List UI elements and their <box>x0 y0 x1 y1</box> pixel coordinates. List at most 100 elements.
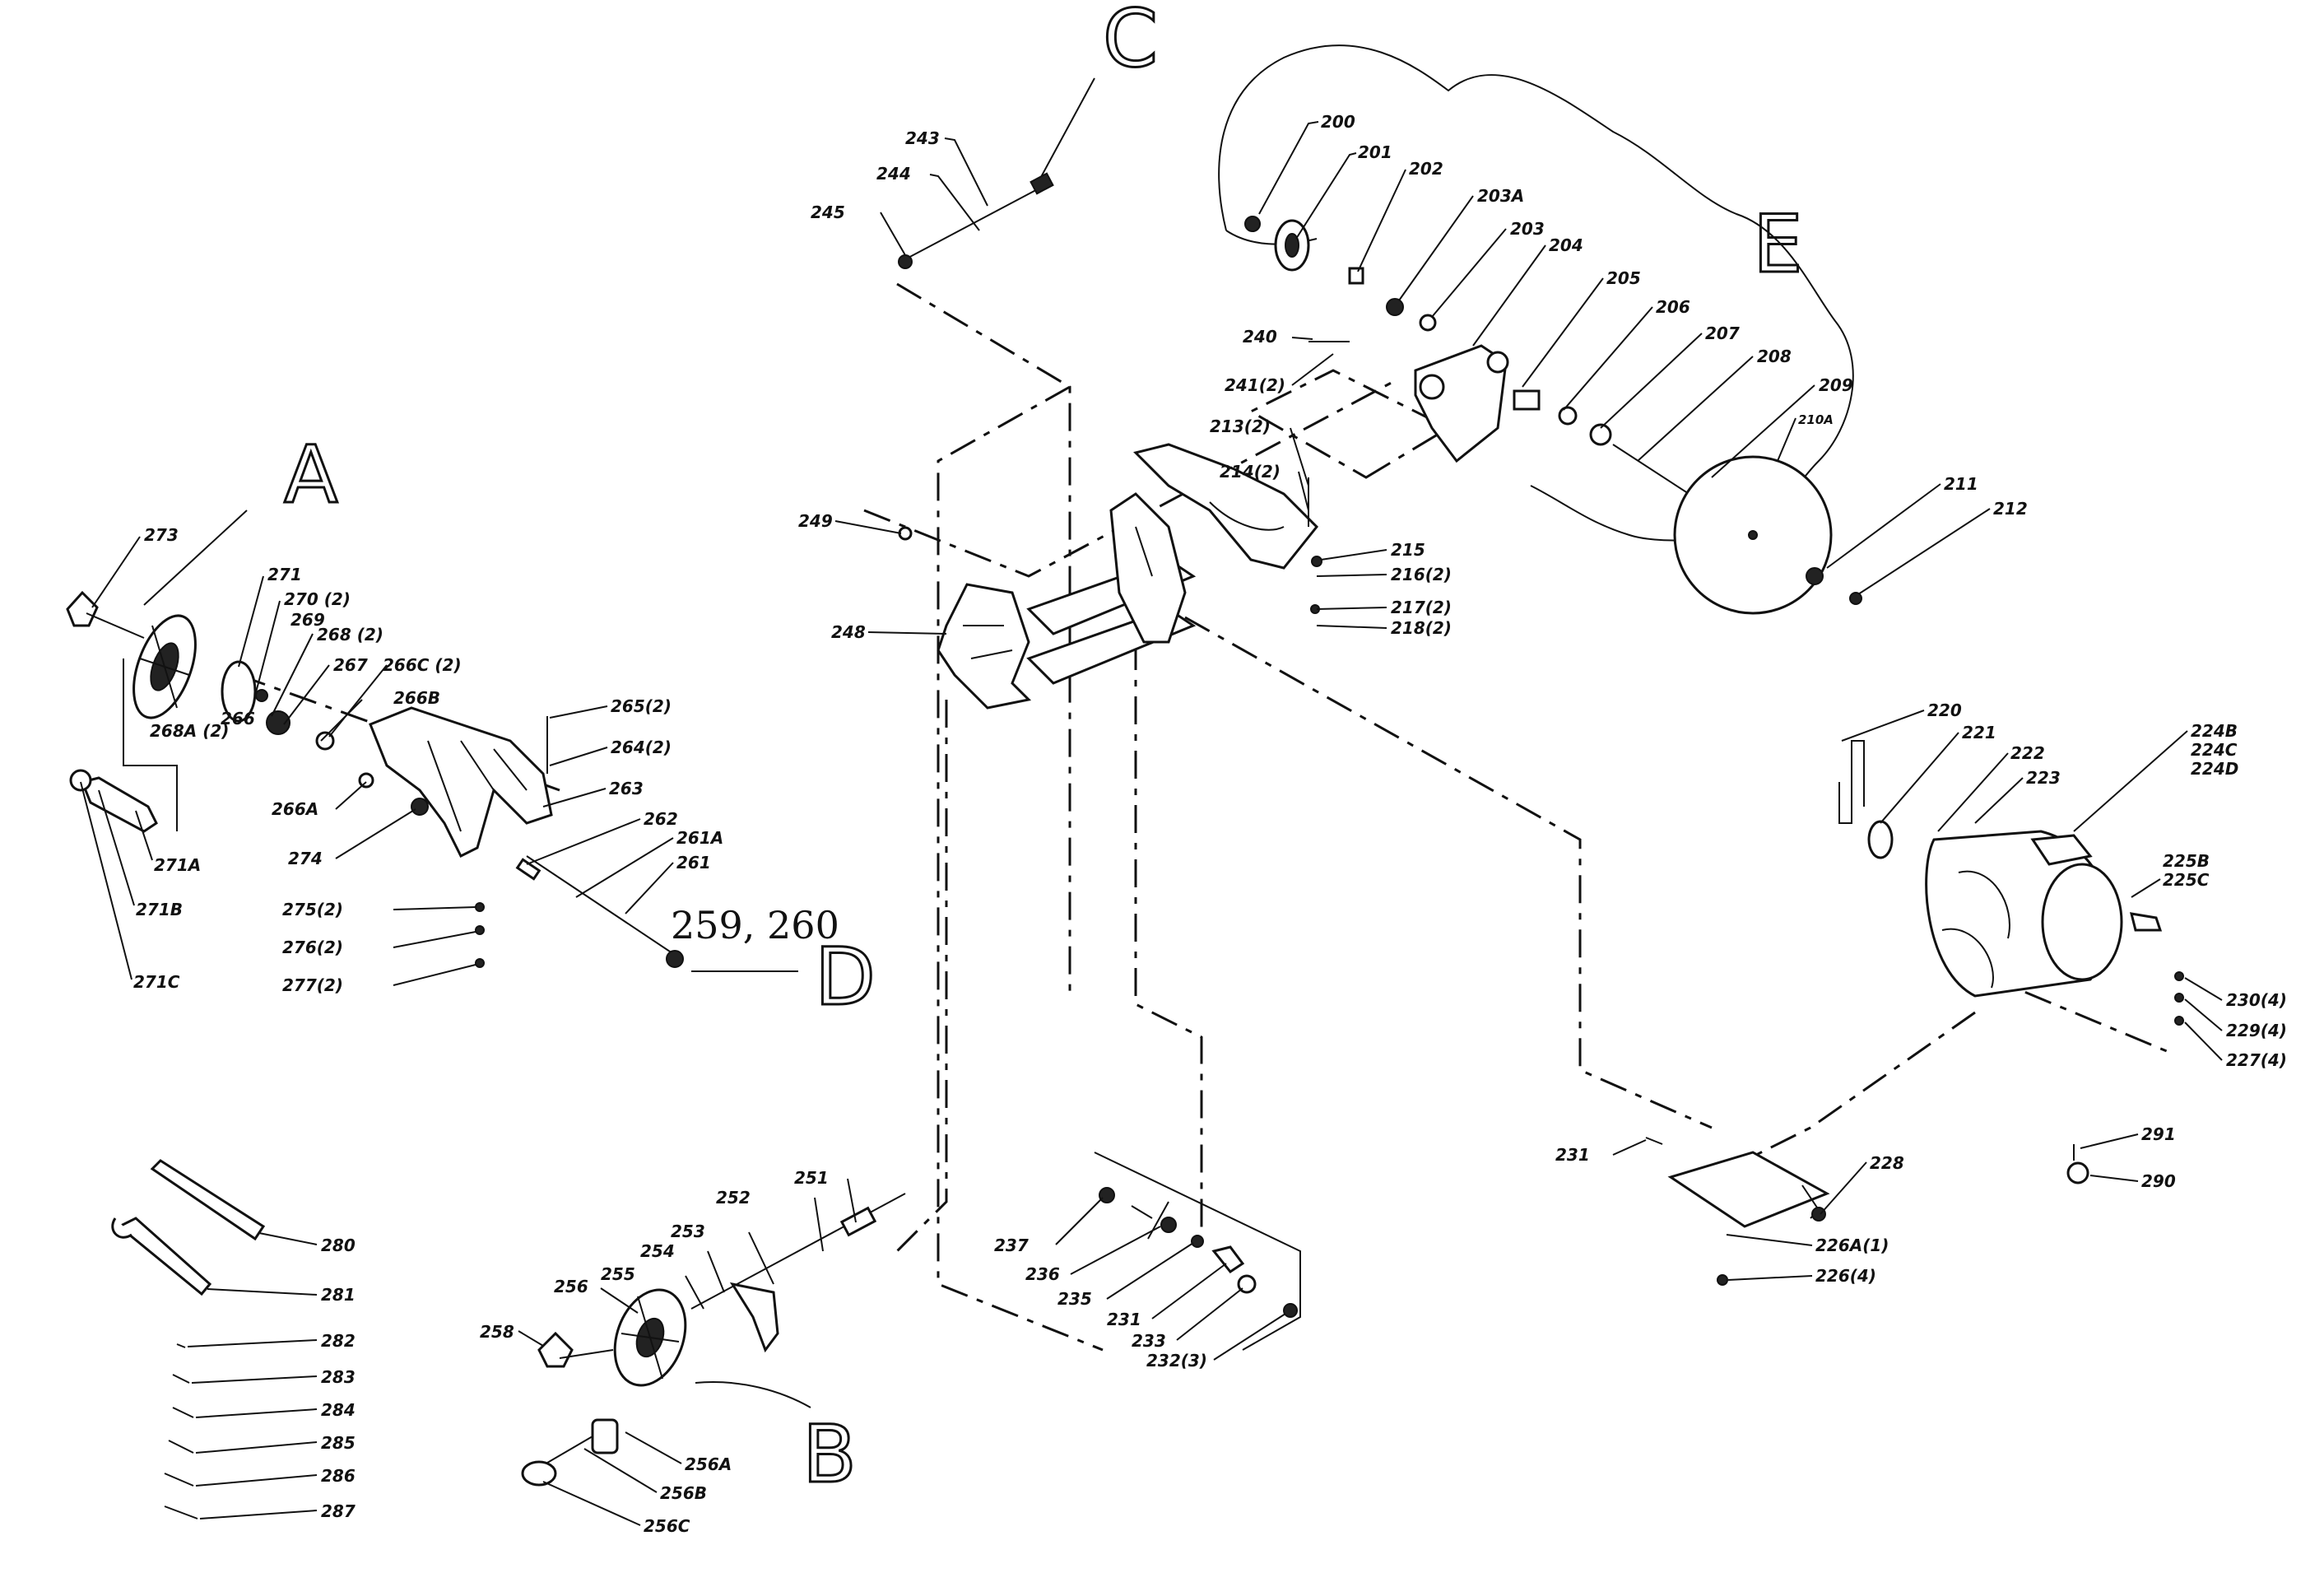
collar-207 <box>1589 423 1612 446</box>
label-212: 212 <box>1993 499 2028 519</box>
washer-229 <box>2174 993 2184 1003</box>
label-248: 248 <box>831 622 866 642</box>
label-232: 232(3) <box>1146 1351 1207 1371</box>
assembly-line-top <box>863 377 1400 578</box>
label-203: 203 <box>1510 219 1545 239</box>
pulley-221 <box>1867 820 1894 859</box>
assembly-line-body <box>937 385 1104 1352</box>
label-213: 213(2) <box>1210 417 1271 436</box>
motor-224b <box>1925 830 2123 998</box>
label-253: 253 <box>671 1222 705 1241</box>
trunnion-bracket <box>369 706 553 859</box>
arbor-bracket-204 <box>1414 344 1509 463</box>
label-267: 267 <box>333 655 368 675</box>
handwheel-a <box>132 614 197 719</box>
label-254: 254 <box>640 1241 675 1261</box>
blade-guard-trunnion <box>1133 443 1319 570</box>
label-290: 290 <box>2141 1171 2176 1191</box>
leader-lines <box>80 121 2223 1526</box>
section-letter-e: E <box>1753 198 1803 291</box>
label-286: 286 <box>321 1466 356 1486</box>
flange-211 <box>1806 567 1824 585</box>
label-207: 207 <box>1705 323 1740 343</box>
label-226a: 226A(1) <box>1815 1236 1889 1255</box>
section-letter-a: A <box>284 429 338 521</box>
label-229: 229(4) <box>2226 1021 2287 1040</box>
bracket-268a <box>123 659 178 831</box>
label-203a: 203A <box>1477 186 1524 206</box>
label-261a: 261A <box>676 828 723 848</box>
nut-245 <box>898 254 913 269</box>
hex-key-287 <box>164 1506 198 1519</box>
hex-key-284 <box>172 1407 194 1418</box>
label-255: 255 <box>601 1264 635 1284</box>
bearing-203a <box>1386 298 1404 316</box>
label-227: 227(4) <box>2226 1050 2287 1070</box>
nut-230 <box>2174 971 2184 981</box>
label-231-plate: 231 <box>1555 1145 1590 1165</box>
label-273: 273 <box>144 525 179 545</box>
label-271b: 271B <box>136 900 183 919</box>
label-237: 237 <box>994 1236 1029 1255</box>
sleeve-256a <box>591 1418 619 1454</box>
label-275: 275(2) <box>282 900 343 919</box>
hex-key-285 <box>168 1440 194 1454</box>
section-letter-c: C <box>1103 0 1158 85</box>
label-282: 282 <box>321 1331 356 1351</box>
key-202 <box>1348 267 1364 285</box>
letter-b-stroke <box>695 1381 811 1408</box>
handle-258 <box>537 1331 614 1368</box>
label-235: 235 <box>1057 1289 1092 1309</box>
label-276: 276(2) <box>282 938 343 957</box>
nut-237 <box>1099 1187 1115 1203</box>
assembly-line-b <box>895 700 948 1253</box>
washer-235 <box>1191 1235 1204 1248</box>
label-280: 280 <box>321 1236 356 1255</box>
label-266b: 266B <box>393 688 440 708</box>
plate-271 <box>221 660 257 723</box>
washer-275 <box>475 902 485 912</box>
screw-232 <box>1283 1303 1298 1318</box>
label-240: 240 <box>1243 327 1277 347</box>
mount-plate-228 <box>1667 1151 1830 1228</box>
letter-c-stroke <box>1040 77 1095 178</box>
belt-220 <box>1838 740 1865 824</box>
label-216: 216(2) <box>1391 565 1452 584</box>
label-263: 263 <box>609 779 644 798</box>
nut-200 <box>1244 216 1261 232</box>
label-215: 215 <box>1391 540 1425 560</box>
handle-knob-271a <box>69 769 158 833</box>
washer-269 <box>255 689 268 702</box>
label-201: 201 <box>1358 142 1392 162</box>
switch-key-236 <box>1131 1201 1169 1240</box>
label-284: 284 <box>321 1400 356 1420</box>
label-256a: 256A <box>685 1454 732 1474</box>
label-225c: 225C <box>2163 870 2210 890</box>
main-frame-248 <box>937 492 1197 710</box>
section-letter-d: D <box>815 931 876 1023</box>
label-218: 218(2) <box>1391 618 1452 638</box>
washer-276 <box>475 925 485 935</box>
label-287: 287 <box>321 1501 356 1521</box>
label-220: 220 <box>1927 700 1962 720</box>
label-261: 261 <box>676 853 711 873</box>
assembly-line-switch <box>1134 642 1203 1235</box>
part-215 <box>1311 556 1322 567</box>
washer-203 <box>1419 314 1437 332</box>
label-256c: 256C <box>644 1516 690 1536</box>
label-217: 217(2) <box>1391 598 1452 617</box>
label-211: 211 <box>1944 474 1978 494</box>
label-274: 274 <box>288 849 323 868</box>
part-236-ring <box>1160 1217 1177 1233</box>
label-236: 236 <box>1025 1264 1060 1284</box>
nut-212 <box>1849 592 1862 605</box>
bracket-253 <box>729 1282 779 1353</box>
label-205: 205 <box>1606 268 1641 288</box>
handwritten-note: 259, 260 <box>671 903 839 947</box>
label-270: 270 (2) <box>284 589 351 609</box>
screw-231b <box>1645 1137 1663 1145</box>
assembly-line-arbor <box>1248 369 1452 479</box>
label-256: 256 <box>554 1277 588 1296</box>
label-200: 200 <box>1321 112 1355 132</box>
